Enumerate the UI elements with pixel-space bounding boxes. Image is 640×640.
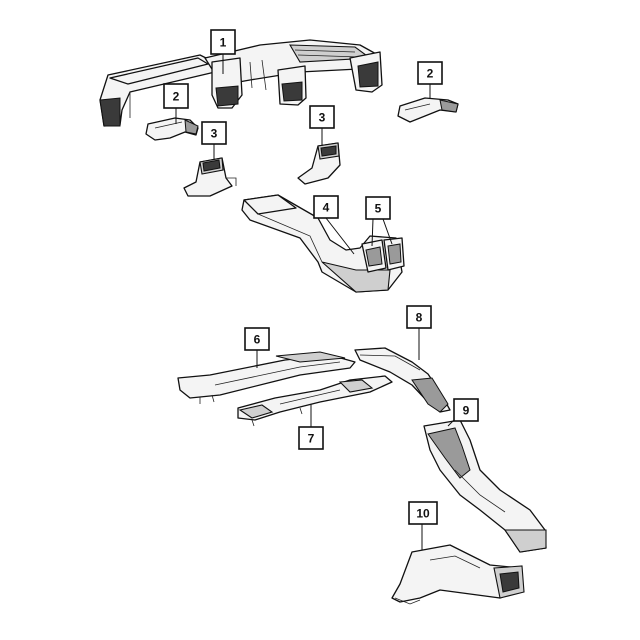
callout-2-right-label: 2 — [427, 67, 434, 81]
callout-10: 10 — [408, 501, 438, 525]
callout-5: 5 — [365, 196, 391, 220]
callout-4-label: 4 — [323, 201, 330, 215]
callout-3-left-label: 3 — [211, 127, 218, 141]
callout-3-right-label: 3 — [319, 111, 326, 125]
part-8-rear-duct — [354, 347, 451, 413]
callout-3-left: 3 — [201, 121, 227, 145]
callout-8: 8 — [406, 305, 432, 329]
part-7-floor-duct — [237, 375, 393, 427]
part-3-left-outlet — [183, 157, 237, 197]
leader-5a — [371, 218, 374, 247]
callout-6-label: 6 — [254, 333, 261, 347]
part-10-rear-outlet — [391, 544, 525, 605]
part-5-defrost-outlets — [361, 237, 405, 273]
leader-4 — [325, 217, 355, 255]
callout-2-left-label: 2 — [173, 90, 180, 104]
leader-5b — [382, 218, 393, 245]
part-2-right-bracket — [397, 97, 459, 123]
callout-2-left: 2 — [163, 83, 189, 109]
callout-7: 7 — [298, 426, 324, 450]
part-9-rear-duct — [423, 419, 547, 553]
callout-8-label: 8 — [416, 311, 423, 325]
callout-9-label: 9 — [463, 404, 470, 418]
callout-9: 9 — [453, 398, 479, 422]
part-1-main-duct — [99, 39, 383, 127]
callout-1: 1 — [210, 29, 236, 55]
callout-4: 4 — [313, 195, 339, 219]
callout-10-label: 10 — [416, 507, 430, 521]
part-6-floor-duct — [177, 351, 356, 404]
callout-2-right: 2 — [417, 61, 443, 85]
callout-3-right: 3 — [309, 105, 335, 129]
part-3-right-outlet — [297, 142, 341, 185]
part-2-left-bracket — [145, 117, 199, 141]
part-4-defrost-duct — [241, 194, 403, 293]
callout-1-label: 1 — [220, 36, 227, 50]
callout-5-label: 5 — [375, 202, 382, 216]
callout-7-label: 7 — [308, 432, 315, 446]
callout-6: 6 — [244, 327, 270, 351]
